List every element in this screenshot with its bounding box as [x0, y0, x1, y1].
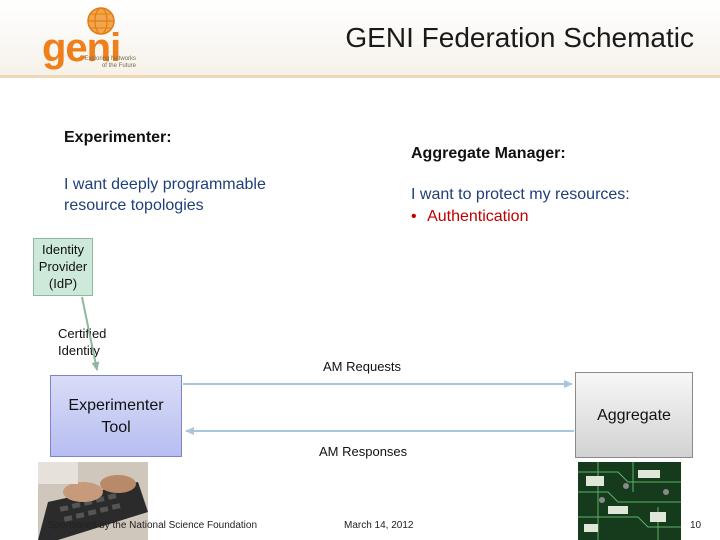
certified-identity-line2: Identity — [58, 342, 106, 359]
logo-tagline: Exploring Networks of the Future — [60, 56, 136, 70]
slide-title: GENI Federation Schematic — [345, 22, 694, 54]
idp-label-line3: (IdP) — [34, 275, 92, 292]
footer-date: March 14, 2012 — [344, 520, 414, 531]
aggregate-manager-statement: I want to protect my resources: — [411, 186, 630, 204]
idp-label-line1: Identity — [34, 241, 92, 258]
experimenter-heading: Experimenter: — [64, 129, 172, 147]
am-requests-label: AM Requests — [323, 359, 401, 374]
identity-provider-box: Identity Provider (IdP) — [33, 238, 93, 296]
circuit-board-image — [578, 462, 681, 540]
am-responses-label: AM Responses — [319, 444, 407, 459]
logo-tagline-line2: of the Future — [60, 63, 136, 70]
circuit-board-photo — [578, 462, 681, 540]
certified-identity-line1: Certified — [58, 325, 106, 342]
experimenter-statement: I want deeply programmable resource topo… — [64, 174, 266, 216]
tool-label-line2: Tool — [51, 417, 181, 439]
certified-identity-label: Certified Identity — [58, 325, 106, 359]
header-divider — [0, 75, 720, 78]
aggregate-manager-heading: Aggregate Manager: — [411, 145, 566, 163]
tool-label-line1: Experimenter — [51, 395, 181, 417]
bullet-icon: • — [411, 208, 417, 225]
idp-label-line2: Provider — [34, 258, 92, 275]
logo-tagline-line1: Exploring Networks — [60, 56, 136, 63]
aggregate-label: Aggregate — [597, 407, 671, 424]
bullet-text: Authentication — [427, 208, 528, 225]
experimenter-statement-line1: I want deeply programmable — [64, 174, 266, 195]
footer-page-number: 10 — [690, 520, 701, 531]
aggregate-manager-bullet-item: • Authentication — [411, 208, 528, 226]
experimenter-statement-line2: resource topologies — [64, 195, 266, 216]
experimenter-tool-box: Experimenter Tool — [50, 375, 182, 457]
footer-sponsor: Sponsored by the National Science Founda… — [48, 520, 257, 531]
geni-logo: geni Exploring Networks of the Future — [38, 6, 138, 72]
aggregate-box: Aggregate — [575, 372, 693, 458]
